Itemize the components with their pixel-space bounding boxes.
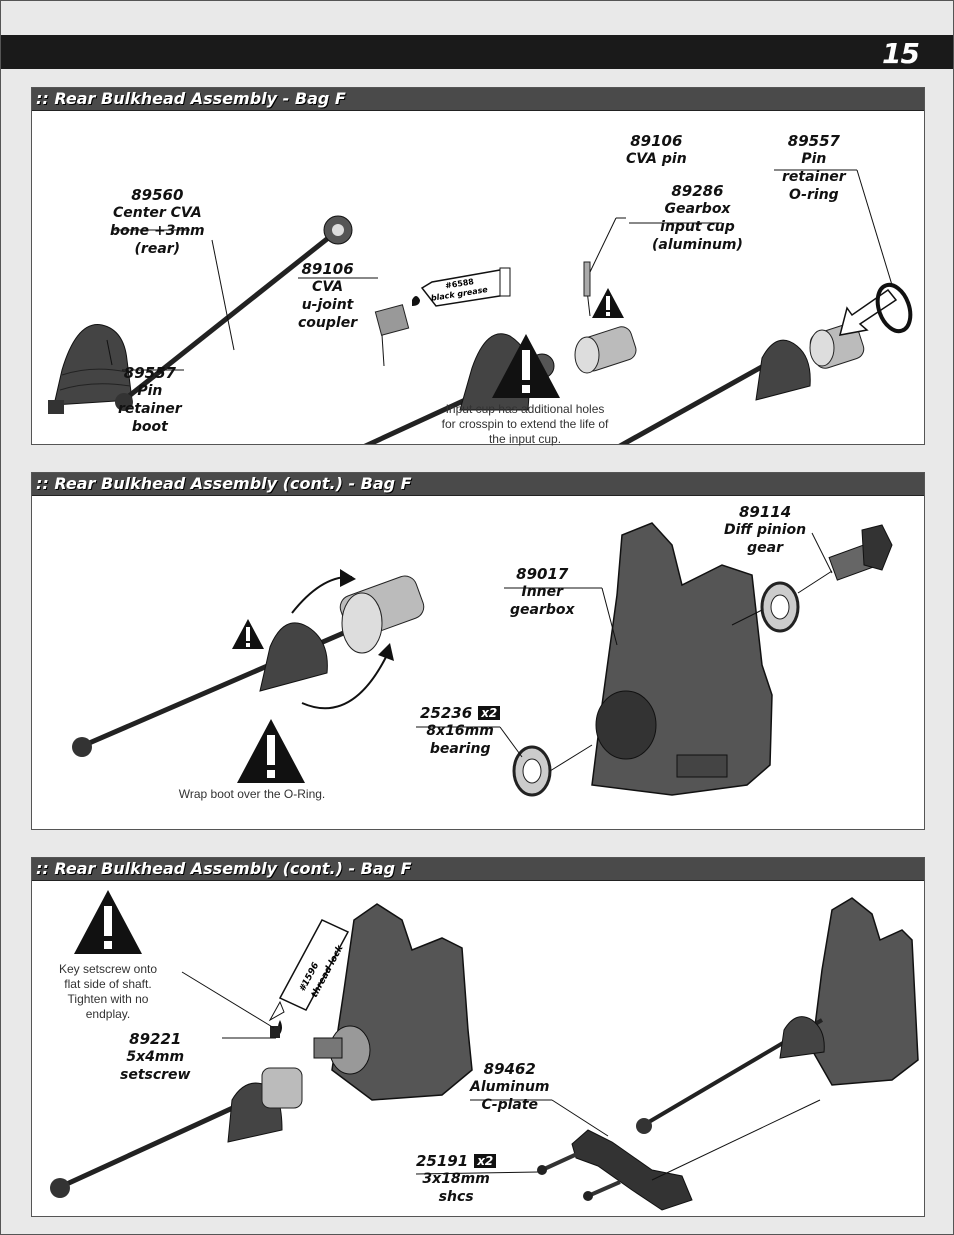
page-number: 15: [882, 37, 920, 70]
quantity-badge: x2: [478, 706, 501, 720]
part-label-89560: 89560 Center CVA bone +3mm (rear): [110, 186, 205, 257]
quantity-badge: x2: [474, 1154, 497, 1168]
setscrew-drawing: [270, 1026, 280, 1038]
leader-89557-boot: [106, 339, 113, 366]
wrap-boot-note: Wrap boot over the O-Ring.: [178, 787, 326, 801]
header-bar: [1, 35, 953, 69]
diff-pinion-gear-drawing: [797, 524, 893, 594]
center-cva-bone-drawing: [115, 215, 353, 411]
assembled-boot-cup-drawing: [618, 288, 898, 444]
part-label-89017: 89017 Inner gearbox: [510, 565, 575, 618]
section-1-header: :: Rear Bulkhead Assembly - Bag F: [32, 88, 924, 111]
section-2-header: :: Rear Bulkhead Assembly (cont.) - Bag …: [32, 473, 924, 496]
section-1-title: :: Rear Bulkhead Assembly - Bag F: [36, 89, 346, 108]
section-2-panel: :: Rear Bulkhead Assembly (cont.) - Bag …: [31, 472, 925, 830]
complete-rear-bulkhead-drawing: [636, 897, 919, 1134]
inner-gearbox-drawing: [591, 522, 773, 796]
section-1-panel: :: Rear Bulkhead Assembly - Bag F: [31, 87, 925, 446]
part-label-89557-oring: 89557 Pin retainer O-ring: [782, 132, 846, 203]
section-3-title: :: Rear Bulkhead Assembly (cont.) - Bag …: [36, 859, 412, 878]
warning-icon: [232, 619, 264, 649]
part-label-89114: 89114 Diff pinion gear: [724, 503, 807, 556]
section-3-header: :: Rear Bulkhead Assembly (cont.) - Bag …: [32, 858, 924, 881]
boot-over-oring-drawing: [72, 569, 425, 757]
black-grease-tube-drawing: [420, 267, 511, 307]
setscrew-note: Key setscrew onto flat side of shaft. Ti…: [58, 962, 158, 1021]
thread-lock-tube-drawing: [268, 919, 350, 1034]
cva-coupler-drawing: [374, 296, 420, 367]
part-label-89221: 89221 5x4mm setscrew: [120, 1030, 191, 1083]
section-3-illustration: #1596 thread lock: [50, 897, 919, 1211]
section-3-body: #1596 thread lock: [32, 880, 924, 1216]
section-3-panel: :: Rear Bulkhead Assembly (cont.) - Bag …: [31, 857, 925, 1217]
warning-icon: [74, 890, 142, 954]
part-label-89106-pin: 89106 CVA pin: [626, 132, 687, 167]
warning-icon: [492, 334, 560, 398]
cva-pin-drawing: [583, 217, 626, 297]
shcs-screw-drawing: [415, 1152, 621, 1201]
section-2-body: 89114 Diff pinion gear 89017 Inner gearb…: [32, 495, 924, 829]
gearbox-assembly-drawing: [313, 903, 473, 1101]
input-cup-note: Input cup has additional holes for cross…: [441, 402, 609, 446]
part-label-89106-coupler: 89106 CVA u-joint coupler: [298, 260, 358, 331]
pin-retainer-boot-drawing: [48, 324, 133, 414]
section-2-illustration: [72, 522, 893, 797]
warning-icon: [237, 719, 305, 783]
part-label-89557-boot: 89557 Pin retainer boot: [118, 364, 182, 435]
part-label-89286: 89286 Gearbox input cup (aluminum): [652, 182, 743, 253]
warning-icon: [592, 288, 624, 318]
aluminum-c-plate-drawing: [551, 1099, 821, 1211]
bearing-drawing: [512, 581, 800, 797]
shaft-boot-drawing: [50, 1067, 303, 1198]
o-ring-drawing: [774, 169, 913, 334]
gearbox-input-cup-drawing: [574, 289, 637, 374]
section-1-body: #6588 black grease: [32, 110, 924, 446]
section-2-title: :: Rear Bulkhead Assembly (cont.) - Bag …: [36, 474, 412, 493]
part-label-89462: 89462 Aluminum C-plate: [470, 1060, 550, 1113]
